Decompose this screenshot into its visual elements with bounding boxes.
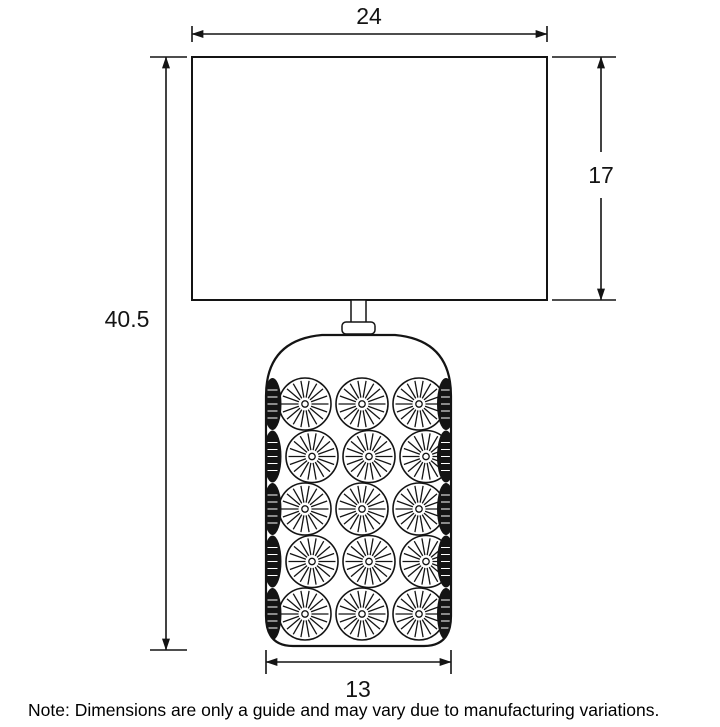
lampshade-outline (191, 56, 548, 301)
dimension-shade-height (552, 56, 616, 301)
shade-width-label: 24 (356, 3, 382, 29)
shade-height-label: 17 (588, 162, 614, 188)
dimension-base-width (265, 650, 452, 674)
dimension-shade-width (191, 26, 548, 42)
base-width-label: 13 (345, 676, 371, 702)
dimension-overall-height (150, 56, 187, 651)
lamp-base-outline (264, 333, 453, 648)
lamp-neck-collar (341, 321, 376, 335)
note-text: Note: Dimensions are only a guide and ma… (28, 700, 659, 720)
overall-height-label: 40.5 (105, 306, 150, 332)
